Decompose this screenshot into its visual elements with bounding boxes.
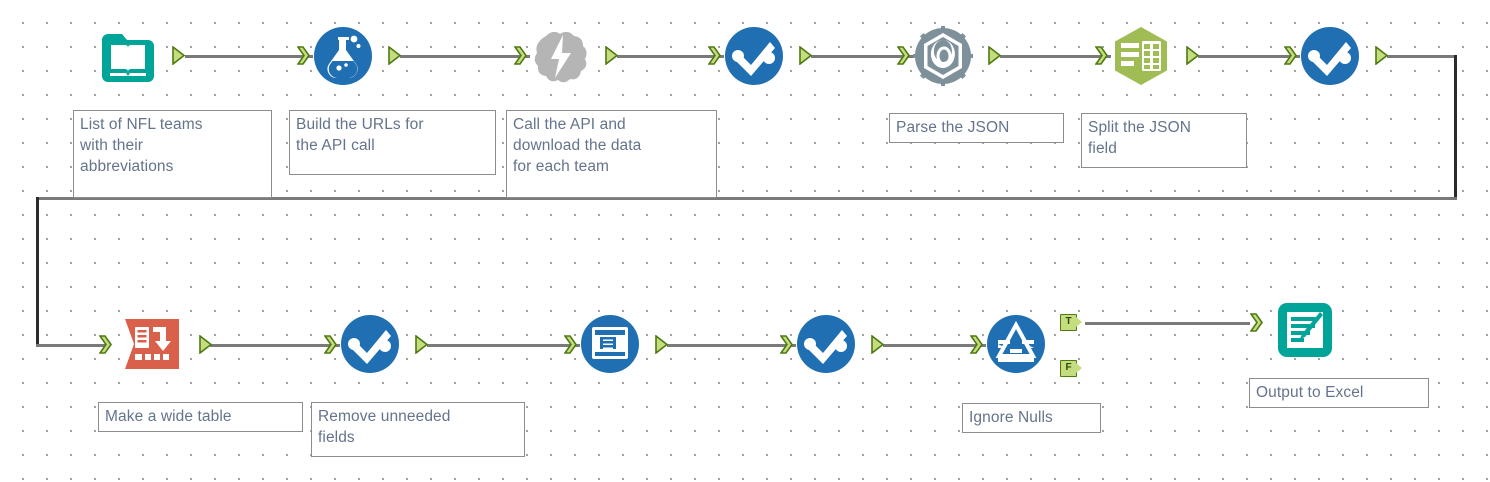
node-crosstab[interactable] xyxy=(122,314,182,374)
annotation-formula[interactable]: Build the URLs for the API call xyxy=(289,110,496,175)
input-anchor-text-to-columns[interactable] xyxy=(1095,46,1108,65)
input-anchor-select-2[interactable] xyxy=(1284,46,1297,65)
wire-wrap-bottom xyxy=(36,197,1457,200)
select-check-icon xyxy=(340,314,400,374)
node-select-4[interactable] xyxy=(796,314,856,374)
output-anchor-formula[interactable] xyxy=(388,46,401,65)
node-filter[interactable] xyxy=(986,314,1046,374)
wire-crosstab-to-select3 xyxy=(210,344,340,347)
input-anchor-download[interactable] xyxy=(514,46,527,65)
sort-window-icon xyxy=(580,314,640,374)
write-document-icon xyxy=(1275,300,1335,360)
crosstab-arrow-icon xyxy=(122,314,182,374)
select-check-icon xyxy=(724,26,784,86)
node-select-1[interactable] xyxy=(724,26,784,86)
wire-texttocols-to-select2 xyxy=(1198,55,1300,58)
annotation-input-data[interactable]: List of NFL teams with their abbreviatio… xyxy=(73,110,272,198)
output-anchor-json-parse[interactable] xyxy=(988,46,1001,65)
green-table-hex-icon xyxy=(1111,26,1171,86)
wire-select4-to-filter xyxy=(883,344,986,347)
node-input-data[interactable] xyxy=(98,26,158,86)
input-anchor-sort[interactable] xyxy=(564,335,577,354)
wire-wrap-right xyxy=(1454,55,1457,200)
node-output-data[interactable] xyxy=(1275,300,1335,360)
wire-select1-to-jsonparse xyxy=(811,55,913,58)
input-anchor-formula[interactable] xyxy=(297,46,310,65)
node-text-to-columns[interactable] xyxy=(1111,26,1171,86)
wire-input-to-formula xyxy=(185,55,313,58)
filter-false-port[interactable]: F xyxy=(1060,360,1082,377)
cog-spiral-icon xyxy=(913,26,973,86)
node-select-3[interactable] xyxy=(340,314,400,374)
output-anchor-select-4[interactable] xyxy=(871,335,884,354)
annotation-select-3[interactable]: Remove unneeded fields xyxy=(311,402,525,457)
input-anchor-select-1[interactable] xyxy=(708,46,721,65)
output-anchor-select-1[interactable] xyxy=(799,46,812,65)
select-check-icon xyxy=(1300,26,1360,86)
wire-jsonparse-to-texttocols xyxy=(1000,55,1111,58)
wire-sort-to-select4 xyxy=(667,344,796,347)
output-anchor-download[interactable] xyxy=(605,46,618,65)
node-formula[interactable] xyxy=(313,26,373,86)
open-book-folder-icon xyxy=(98,26,158,86)
node-download[interactable] xyxy=(530,26,590,86)
wire-filter-to-output xyxy=(1085,322,1250,325)
input-anchor-select-4[interactable] xyxy=(780,335,793,354)
wire-wrap-top xyxy=(1387,55,1457,58)
annotation-text-to-columns[interactable]: Split the JSON field xyxy=(1081,113,1247,168)
output-anchor-select-3[interactable] xyxy=(415,335,428,354)
wire-download-to-select1 xyxy=(617,55,724,58)
annotation-crosstab[interactable]: Make a wide table xyxy=(98,402,303,432)
select-check-icon xyxy=(796,314,856,374)
node-json-parse[interactable] xyxy=(913,26,973,86)
annotation-download[interactable]: Call the API and download the data for e… xyxy=(506,110,717,198)
wire-wrap-left xyxy=(36,197,39,347)
input-anchor-crosstab[interactable] xyxy=(99,335,112,354)
input-anchor-json-parse[interactable] xyxy=(897,46,910,65)
output-anchor-sort[interactable] xyxy=(655,335,668,354)
node-sort[interactable] xyxy=(580,314,640,374)
input-anchor-output-data[interactable] xyxy=(1250,313,1263,332)
output-anchor-crosstab[interactable] xyxy=(199,335,212,354)
flask-icon xyxy=(313,26,373,86)
output-anchor-select-2[interactable] xyxy=(1375,46,1388,65)
filter-funnel-icon xyxy=(986,314,1046,374)
output-anchor-text-to-columns[interactable] xyxy=(1186,46,1199,65)
lightning-cloud-icon xyxy=(530,26,590,86)
wire-wrap-into-crosstab xyxy=(36,344,105,347)
filter-true-port[interactable]: T xyxy=(1060,314,1082,331)
wire-formula-to-download xyxy=(400,55,530,58)
annotation-output-data[interactable]: Output to Excel xyxy=(1249,378,1429,408)
input-anchor-select-3[interactable] xyxy=(324,335,337,354)
input-anchor-filter[interactable] xyxy=(970,335,983,354)
annotation-filter[interactable]: Ignore Nulls xyxy=(962,403,1101,433)
annotation-json-parse[interactable]: Parse the JSON xyxy=(889,113,1064,143)
node-select-2[interactable] xyxy=(1300,26,1360,86)
output-anchor-input-data[interactable] xyxy=(172,46,185,65)
wire-select3-to-sort xyxy=(427,344,580,347)
